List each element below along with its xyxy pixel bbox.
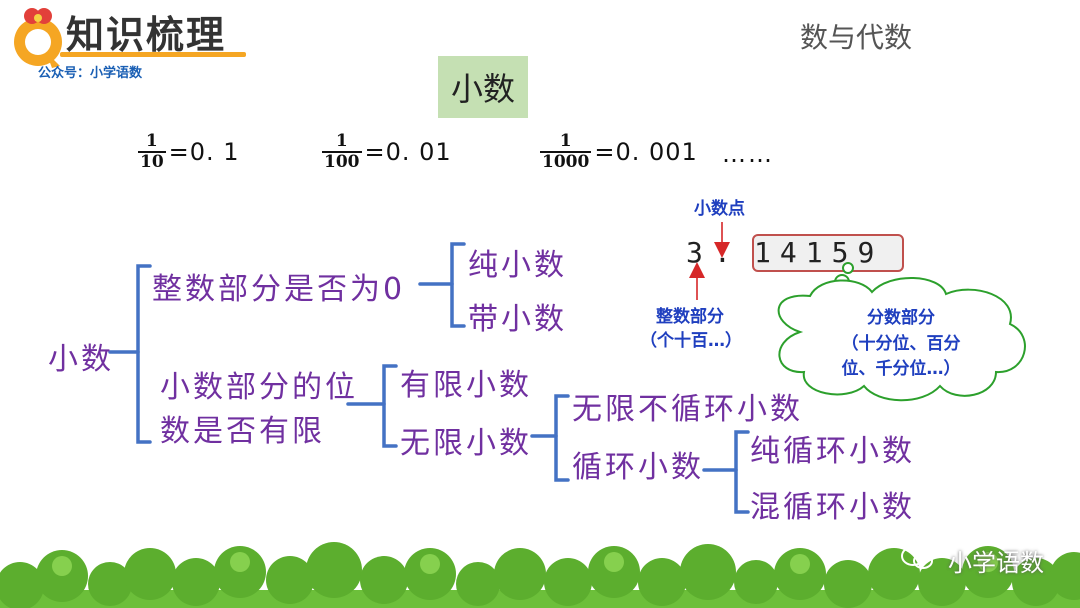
fraction-part-line2: （十分位、百分: [841, 333, 961, 354]
ellipsis: ……: [722, 140, 774, 168]
tree-branch-integer: 整数部分是否为0: [152, 272, 406, 307]
integer-part-sublabel: （个十百…）: [640, 331, 742, 351]
header-subtitle: 公众号：小学语数: [38, 66, 143, 81]
tree-root: 小数: [48, 342, 114, 377]
fraction-result: =0. 001: [594, 137, 698, 166]
fraction-numerator: 1: [335, 131, 348, 151]
tree-recurring: 循环小数: [572, 450, 704, 485]
digit: 4: [779, 236, 797, 269]
digit: 1: [754, 236, 771, 269]
tree-branch-digits-line1: 小数部分的位: [160, 370, 358, 405]
topic-box: 小数: [438, 56, 528, 118]
tree-nonrecurring: 无限不循环小数: [572, 392, 803, 427]
integer-digit: 3: [686, 236, 703, 269]
decimal-point-label: 小数点: [694, 199, 745, 219]
integer-part-label: 整数部分: [656, 307, 724, 327]
digit: 9: [857, 236, 875, 269]
digit: 5: [831, 236, 849, 269]
page-title: 知识梳理: [66, 13, 227, 57]
fraction-part-line3: 位、千分位…）: [841, 359, 961, 379]
fraction-result: =0. 1: [168, 137, 240, 166]
fraction-digits-highlight: [752, 234, 904, 272]
digit: 1: [805, 236, 823, 269]
thought-cloud: [777, 262, 1026, 402]
wechat-icon: [901, 546, 933, 569]
fraction-result: =0. 01: [364, 137, 452, 166]
tree-pure-recurring: 纯循环小数: [750, 434, 915, 469]
wechat-account-label: 小学语数: [948, 549, 1044, 577]
fraction-denominator: 100: [322, 150, 362, 172]
tree-pure-decimal: 纯小数: [468, 248, 567, 283]
fraction-part-label: 分数部分 （十分位、百分 位、千分位…）: [806, 306, 996, 383]
fraction-digits: 1 4 1 5 9: [754, 236, 874, 269]
fraction-numerator: 1: [145, 131, 158, 151]
title-underline: [60, 52, 246, 57]
topic-label: 数与代数: [799, 21, 912, 54]
fraction-numerator: 1: [559, 131, 572, 151]
tree-mixed-recurring: 混循环小数: [750, 490, 915, 525]
bushes-decoration: [0, 542, 1080, 608]
fraction-part-title: 分数部分: [867, 308, 935, 328]
tree-finite-decimal: 有限小数: [400, 368, 532, 403]
decimal-point: .: [714, 236, 731, 269]
tree-branch-digits-line2: 数是否有限: [160, 414, 325, 449]
fraction-denominator: 10: [138, 150, 166, 172]
tree-mixed-decimal: 带小数: [468, 302, 567, 337]
tree-infinite-decimal: 无限小数: [400, 426, 532, 461]
fraction-denominator: 1000: [540, 150, 592, 172]
logo-icon: [14, 8, 62, 68]
